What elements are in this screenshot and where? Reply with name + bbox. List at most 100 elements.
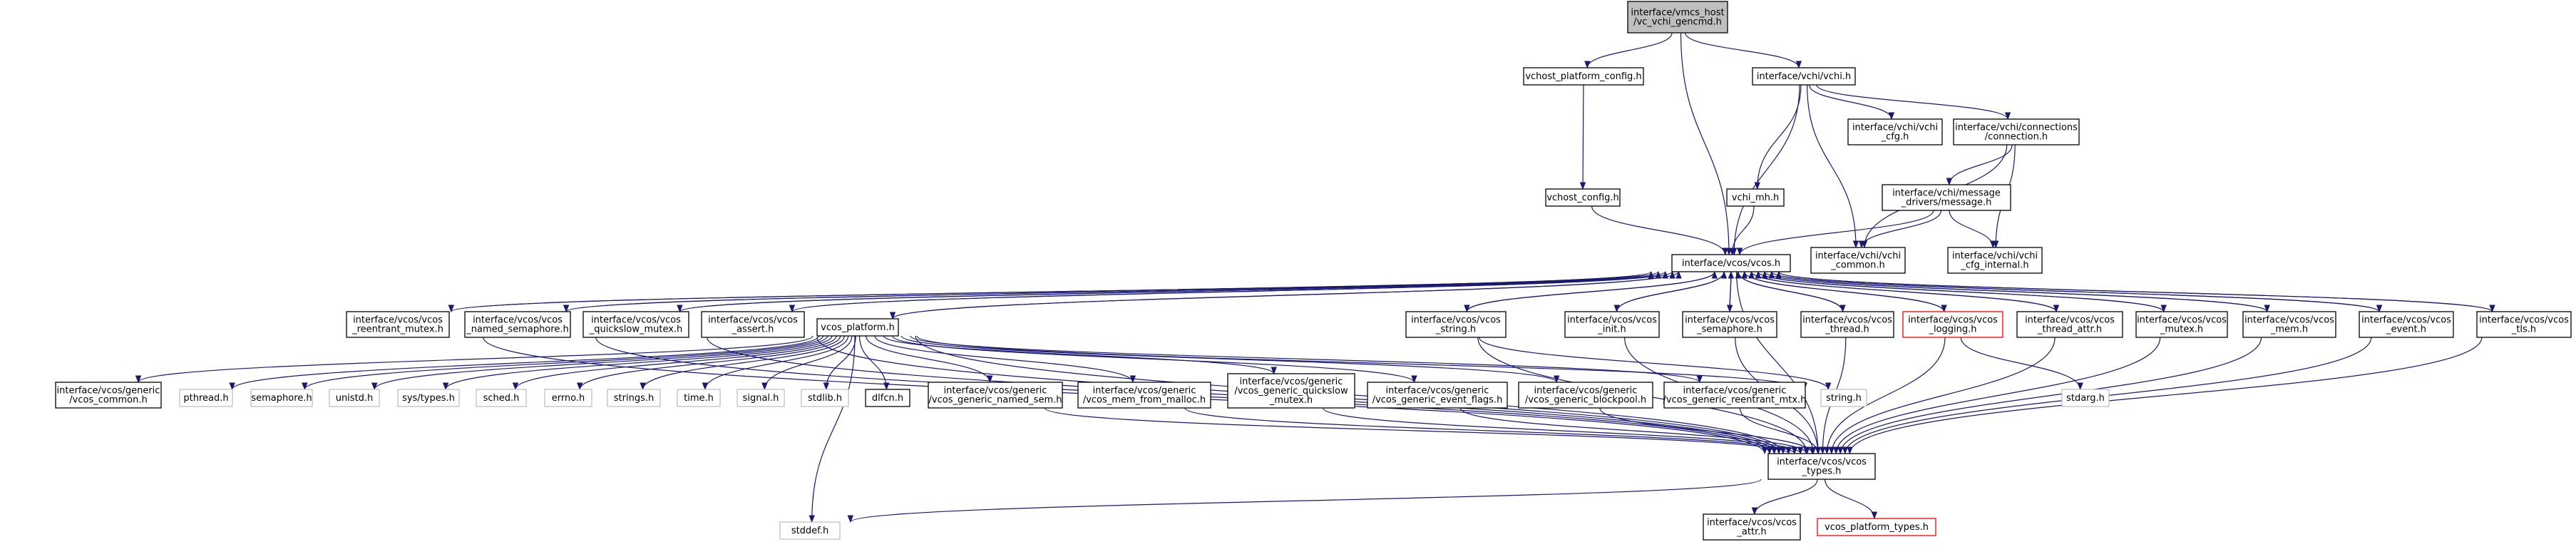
node-tls[interactable]: interface/vcos/vcos_tls.h	[2476, 311, 2572, 338]
node-gblock[interactable]: interface/vcos/generic/vcos_generic_bloc…	[1518, 382, 1653, 409]
edge-msg-to-cfgint	[1949, 210, 1996, 249]
node-remutex[interactable]: interface/vcos/vcos_reentrant_mutex.h	[346, 311, 450, 338]
edge-plat-to-vcos	[892, 270, 1682, 319]
edge-init-to-vcos	[1616, 270, 1728, 312]
node-vchicfg[interactable]: interface/vchi/vchi_cfg.h	[1847, 118, 1943, 145]
edge-msg-to-common	[1858, 210, 1942, 249]
edge-plat-to-gnsem	[866, 335, 993, 384]
node-attr[interactable]: interface/vcos/vcos_attr.h	[1703, 513, 1801, 541]
node-label-vchi-0: interface/vchi/vchi.h	[1757, 71, 1852, 82]
node-thread[interactable]: interface/vcos/vcos_thread.h	[1800, 311, 1894, 338]
node-sched[interactable]: sched.h	[476, 389, 527, 407]
node-label-types-0: interface/vcos/vcos	[1777, 457, 1867, 468]
edge-plat-to-memmalloc	[874, 335, 1136, 384]
node-gqsmutex[interactable]: interface/vcos/generic/vcos_generic_quic…	[1227, 373, 1355, 409]
node-label-stdlib-0: stdlib.h	[808, 393, 842, 404]
node-label-vcos-0: interface/vcos/vcos.h	[1682, 258, 1780, 269]
node-box-gqsmutex	[1227, 373, 1355, 409]
node-gevflags[interactable]: interface/vcos/generic/vcos_generic_even…	[1367, 382, 1508, 409]
node-box-types	[1767, 453, 1876, 480]
edge-plat-to-gencommon	[135, 335, 814, 384]
node-event[interactable]: interface/vcos/vcos_event.h	[2359, 311, 2454, 338]
node-msg[interactable]: interface/vchi/message_drivers/message.h	[1882, 184, 2011, 211]
node-qsmutex[interactable]: interface/vcos/vcos_quickslow_mutex.h	[583, 311, 689, 338]
node-init[interactable]: interface/vcos/vcos_init.h	[1564, 311, 1660, 338]
nodes-layer: interface/vmcs_host/vc_vchi_gencmd.hvcho…	[55, 1, 2572, 541]
node-box-sema	[1682, 311, 1777, 338]
node-box-stringh	[1820, 389, 1867, 407]
node-root[interactable]: interface/vmcs_host/vc_vchi_gencmd.h	[1627, 1, 1728, 34]
node-label-assert-0: interface/vcos/vcos	[708, 315, 798, 326]
edge-thattr-to-vcos	[1748, 270, 2057, 312]
node-stdarg[interactable]: stdarg.h	[2061, 389, 2110, 407]
node-mem[interactable]: interface/vcos/vcos_mem.h	[2242, 311, 2336, 338]
node-strings[interactable]: strings.h	[607, 389, 661, 407]
node-namsem[interactable]: interface/vcos/vcos_named_semaphore.h	[464, 311, 571, 338]
node-box-gencommon	[55, 382, 162, 409]
node-vhpc[interactable]: vchost_platform_config.h	[1523, 67, 1644, 86]
node-box-remutex	[346, 311, 450, 338]
node-cfgint[interactable]: interface/vchi/vchi_cfg_internal.h	[1947, 247, 2043, 274]
node-systypes[interactable]: sys/types.h	[397, 389, 460, 407]
edge-root-to-vcos	[1680, 32, 1733, 256]
edge-plat-to-stddef	[809, 335, 856, 523]
node-vchi[interactable]: interface/vchi/vchi.h	[1752, 67, 1856, 86]
node-pthread[interactable]: pthread.h	[179, 389, 233, 407]
node-signal[interactable]: signal.h	[737, 389, 785, 407]
node-box-init	[1564, 311, 1660, 338]
node-ptypes[interactable]: vcos_platform_types.h	[1817, 518, 1936, 536]
edge-mem-to-types	[1837, 337, 2262, 455]
node-stdlib[interactable]: stdlib.h	[801, 389, 849, 407]
node-box-event	[2359, 311, 2454, 338]
node-thattr[interactable]: interface/vcos/vcos_thread_attr.h	[2016, 311, 2123, 338]
node-label-stddef-0: stddef.h	[791, 526, 828, 536]
node-unistd[interactable]: unistd.h	[329, 389, 380, 407]
node-sema[interactable]: interface/vcos/vcos_semaphore.h	[1682, 311, 1777, 338]
node-errno[interactable]: errno.h	[544, 389, 592, 407]
edge-plat-to-signal	[761, 335, 853, 391]
node-label-sema-0: interface/vcos/vcos	[1685, 315, 1775, 326]
node-box-vchicfg	[1847, 118, 1943, 145]
node-plat[interactable]: vcos_platform.h	[816, 318, 899, 337]
node-conn[interactable]: interface/vchi/connections/connection.h	[1953, 118, 2080, 145]
node-box-pthread	[179, 389, 233, 407]
edge-vcos-to-types	[1736, 271, 1822, 455]
node-string[interactable]: interface/vcos/vcos_string.h	[1405, 311, 1507, 338]
node-vcos[interactable]: interface/vcos/vcos.h	[1671, 254, 1791, 272]
node-label-memmalloc-0: interface/vcos/generic	[1093, 386, 1196, 397]
node-dlfcn[interactable]: dlfcn.h	[865, 389, 910, 407]
node-vhc[interactable]: vchost_config.h	[1545, 188, 1621, 207]
node-gnsem[interactable]: interface/vcos/generic/vcos_generic_name…	[928, 382, 1063, 409]
node-logging[interactable]: interface/vcos/vcos_logging.h	[1902, 311, 2003, 338]
node-stringh[interactable]: string.h	[1820, 389, 1867, 407]
node-assert[interactable]: interface/vcos/vcos_assert.h	[701, 311, 805, 338]
edge-gqsmutex-to-types	[1323, 407, 1804, 455]
edge-plat-to-dlfcn	[858, 335, 890, 391]
node-grmtx[interactable]: interface/vcos/generic/vcos_generic_reen…	[1663, 382, 1807, 409]
node-label-string-0: interface/vcos/vcos	[1411, 315, 1501, 326]
node-mutex[interactable]: interface/vcos/vcos_mutex.h	[2135, 311, 2228, 338]
node-box-stdarg	[2061, 389, 2110, 407]
node-label-plat-0: vcos_platform.h	[821, 322, 895, 333]
edge-qsmutex-to-vcos	[679, 270, 1668, 312]
node-time[interactable]: time.h	[677, 389, 721, 407]
node-label-common-1: _common.h	[1830, 260, 1885, 271]
node-gencommon[interactable]: interface/vcos/generic/vcos_common.h	[55, 382, 162, 409]
node-stddef[interactable]: stddef.h	[779, 521, 841, 540]
edge-mutex-to-vcos	[1755, 270, 2165, 312]
node-label-unistd-0: unistd.h	[336, 393, 374, 404]
node-semaphore[interactable]: semaphore.h	[250, 389, 313, 407]
node-label-gevflags-0: interface/vcos/generic	[1386, 386, 1489, 397]
node-memmalloc[interactable]: interface/vcos/generic/vcos_mem_from_mal…	[1077, 382, 1211, 409]
node-label-grmtx-0: interface/vcos/generic	[1683, 386, 1787, 397]
node-mh[interactable]: vchi_mh.h	[1726, 188, 1785, 207]
edge-tls-to-types	[1847, 337, 2483, 455]
edge-namsem-to-vcos	[565, 270, 1661, 312]
node-common[interactable]: interface/vchi/vchi_common.h	[1810, 247, 1906, 274]
node-label-qsmutex-0: interface/vcos/vcos	[591, 315, 681, 326]
node-label-namsem-1: _named_semaphore.h	[466, 324, 568, 335]
node-types[interactable]: interface/vcos/vcos_types.h	[1767, 453, 1876, 480]
node-box-systypes	[397, 389, 460, 407]
edge-mutex-to-types	[1832, 337, 2161, 455]
edge-event-to-vcos	[1768, 270, 2380, 312]
